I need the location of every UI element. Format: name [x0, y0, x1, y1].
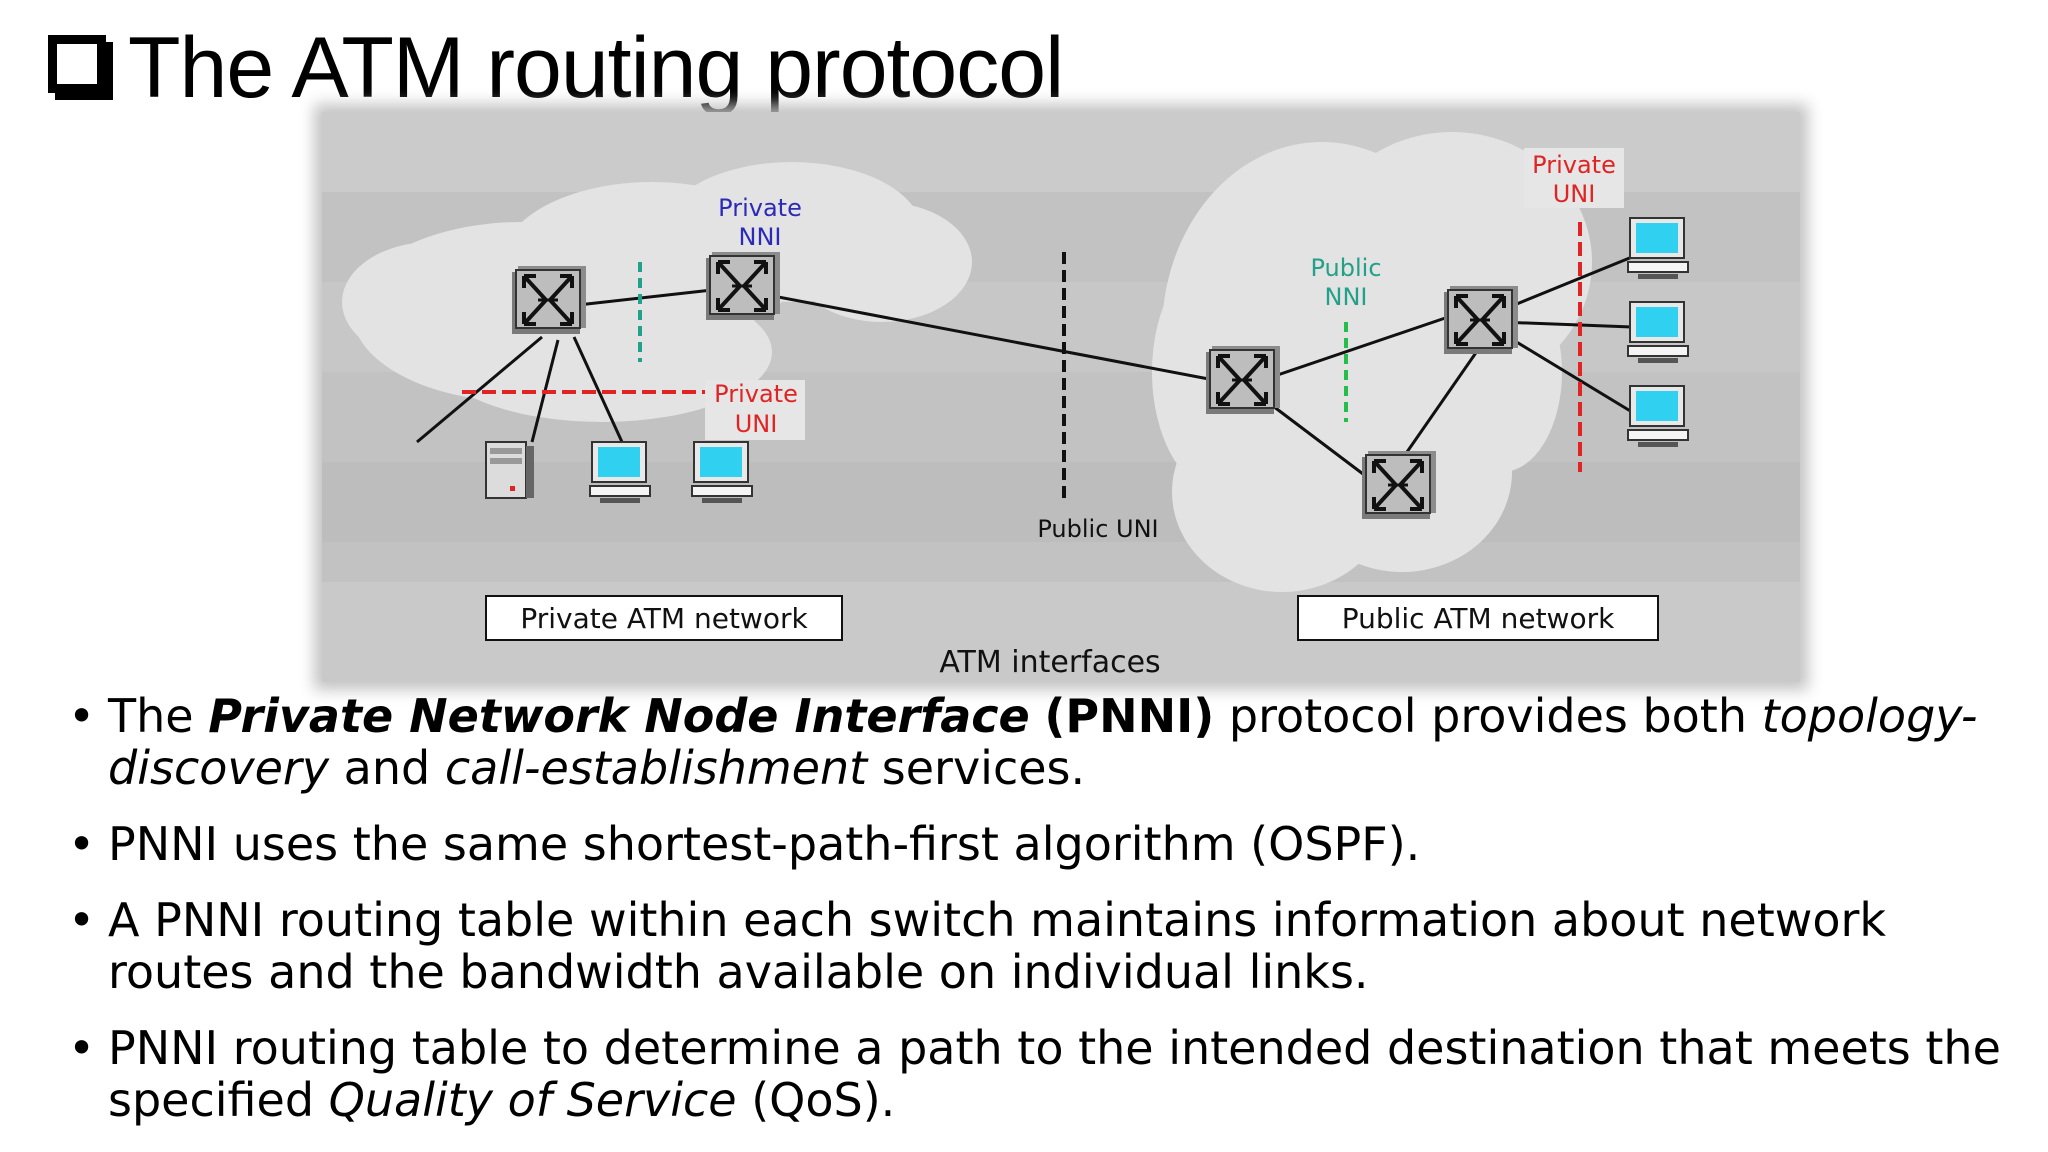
- atm-switch-icon: [704, 250, 782, 322]
- private-nni-label-line2: NNI: [739, 223, 782, 251]
- atm-switch-icon: [510, 264, 588, 336]
- bullet-list: The Private Network Node Interface (PNNI…: [64, 690, 2004, 1150]
- computer-terminal-icon: [1627, 385, 1689, 448]
- hollow-square-icon: [48, 35, 106, 93]
- bullet-item: A PNNI routing table within each switch …: [64, 894, 2004, 998]
- slide-title: The ATM routing protocol: [48, 18, 1064, 118]
- public-nni-label-line1: Public: [1310, 254, 1381, 282]
- private-uni-left-label-line1: Private: [714, 380, 798, 408]
- computer-terminal-icon: [691, 441, 753, 504]
- public-network-box-label: Public ATM network: [1342, 602, 1615, 635]
- diagram-caption: ATM interfaces: [939, 645, 1160, 680]
- public-nni-label-line2: NNI: [1325, 283, 1368, 311]
- private-uni-right-label-line1: Private: [1532, 151, 1616, 179]
- public-uni-label: Public UNI: [1037, 515, 1158, 543]
- network-links: [416, 255, 1633, 479]
- bullet-item: The Private Network Node Interface (PNNI…: [64, 690, 2004, 794]
- pnni-full-name: Private Network Node Interface: [208, 689, 1030, 743]
- atm-interfaces-diagram: Private NNI Private UNI Public NNI Priva…: [322, 112, 1800, 682]
- atm-switch-icon: [1360, 449, 1438, 521]
- slide-title-text: The ATM routing protocol: [128, 20, 1064, 116]
- private-nni-label-line1: Private: [718, 194, 802, 222]
- private-uni-right-label-line2: UNI: [1553, 180, 1596, 208]
- atm-switch-icon: [1442, 284, 1520, 356]
- private-network-box-label: Private ATM network: [520, 602, 808, 635]
- bullet-item: PNNI uses the same shortest-path-first a…: [64, 818, 2004, 870]
- private-uni-left-label-line2: UNI: [735, 410, 778, 438]
- computer-terminal-icon: [589, 441, 651, 504]
- bullet-item: PNNI routing table to determine a path t…: [64, 1022, 2004, 1126]
- atm-switch-icon: [1204, 344, 1282, 416]
- pnni-acronym: (PNNI): [1044, 689, 1215, 743]
- computer-terminal-icon: [1627, 217, 1689, 280]
- server-tower-icon: [485, 441, 535, 499]
- computer-terminal-icon: [1627, 301, 1689, 364]
